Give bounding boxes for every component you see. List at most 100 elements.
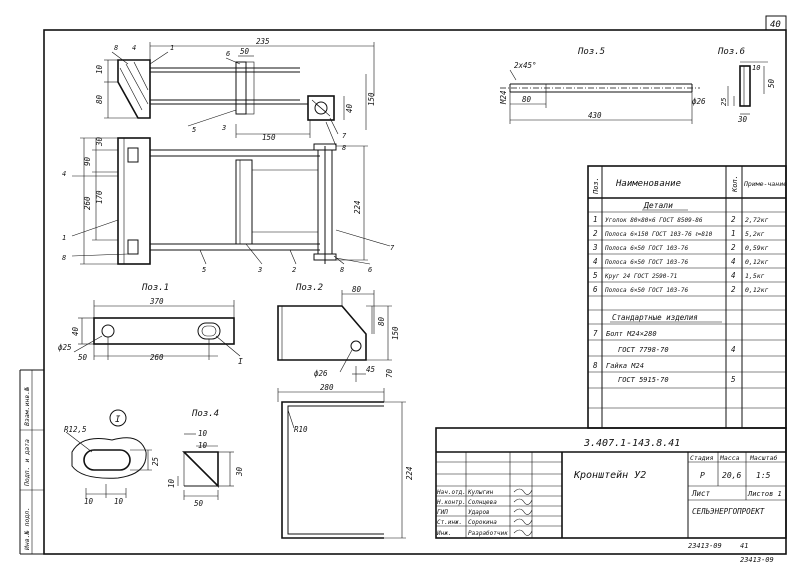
leader-8-bottom: 8 xyxy=(340,266,344,274)
title-person-name-1: Кулыгин xyxy=(467,489,494,496)
title-stage: Р xyxy=(700,471,705,480)
spec-row-pos: 2 xyxy=(593,229,598,238)
pos4-10a: 10 xyxy=(198,429,208,438)
leader-4-top: 4 xyxy=(132,44,136,52)
pos5-len: 430 xyxy=(588,111,602,120)
pos5-part xyxy=(500,69,700,124)
detail-i-10a: 10 xyxy=(84,497,94,506)
leader-8-top: 8 xyxy=(114,44,118,52)
leader-4-left: 4 xyxy=(62,170,66,178)
pos1-mark: I xyxy=(238,357,243,366)
leader-lines xyxy=(71,51,391,265)
pos6-50: 50 xyxy=(767,78,776,88)
pos2-45: 45 xyxy=(366,365,376,374)
spec-row-name: Полоса 6×150 ГОСТ 103-76 ℓ=810 xyxy=(604,231,713,238)
specification-table xyxy=(587,165,787,429)
sheet-number: 40 xyxy=(770,20,781,30)
pos2-h2: 150 xyxy=(391,326,400,340)
bent-strip-part xyxy=(277,388,406,539)
spec-std-pos-7: 7 xyxy=(593,329,598,338)
bent-h: 224 xyxy=(405,466,414,480)
archive-number-bottom: 23413-09 xyxy=(740,556,774,564)
title-block xyxy=(435,427,787,539)
pos6-part xyxy=(727,61,768,115)
dim-40-right: 40 xyxy=(345,103,354,113)
spec-row-pos: 1 xyxy=(593,215,598,224)
pos4-30: 30 xyxy=(235,466,244,477)
detail-i-10b: 10 xyxy=(114,497,124,506)
title-sheets: Листов 1 xyxy=(747,490,782,498)
signatures xyxy=(513,488,533,536)
spec-row-note: 2,72кг xyxy=(745,216,769,224)
dim-224: 224 xyxy=(353,200,362,214)
pos4-10c: 10 xyxy=(167,478,176,488)
title-person-name-3: Ударов xyxy=(468,509,490,516)
dim-90: 90 xyxy=(83,156,92,166)
spec-row-note: 0,59кг xyxy=(745,244,769,252)
leader-8-left: 8 xyxy=(62,254,66,262)
view-title-pos5: Поз.5 xyxy=(577,47,605,57)
title-name: Кронштейн У2 xyxy=(573,469,646,481)
pos4-10b: 10 xyxy=(198,441,208,450)
assembly-front-view xyxy=(80,137,368,265)
title-sheet: Лист xyxy=(691,489,711,498)
leader-5-bottom: 5 xyxy=(202,266,206,274)
spec-section-std: Стандартные изделия xyxy=(612,313,698,322)
spec-row-name: Полоса 6×50 ГОСТ 103-76 xyxy=(604,287,688,294)
spec-row-name: Уголок 80×80×6 ГОСТ 8509-86 xyxy=(605,217,703,224)
spec-row-pos: 6 xyxy=(593,285,598,294)
pos1-part xyxy=(73,300,241,360)
spec-row-name: Полоса 6×50 ГОСТ 103-76 xyxy=(604,259,688,266)
leader-6-bottom: 6 xyxy=(368,266,372,274)
pos6-10: 10 xyxy=(752,64,760,72)
spec-row-pos: 3 xyxy=(592,243,598,252)
title-person-role-1: Нач.отд. xyxy=(436,489,466,496)
detail-i-r: R12,5 xyxy=(64,425,87,434)
detail-i-25: 25 xyxy=(151,456,160,466)
pos2-dia: ф26 xyxy=(314,369,328,378)
view-title-pos6: Поз.6 xyxy=(717,47,745,57)
pos1-len: 370 xyxy=(149,297,164,306)
view-title-pos2: Поз.2 xyxy=(295,283,323,293)
leader-5-top: 5 xyxy=(192,126,196,134)
dim-150-bottom: 150 xyxy=(262,133,276,142)
pos1-260: 260 xyxy=(150,353,164,362)
title-person-name-5: Разработчик xyxy=(468,530,508,537)
spec-std-qty-8: 5 xyxy=(731,375,736,384)
spec-row-name: Круг 24 ГОСТ 2590-71 xyxy=(604,273,677,280)
pos2-part xyxy=(277,290,392,382)
dim-170: 170 xyxy=(95,190,104,204)
title-person-role-2: Н.контр. xyxy=(436,499,466,506)
pos5-80: 80 xyxy=(522,95,532,104)
spec-header-pos: Поз. xyxy=(592,177,600,195)
view-title-pos1: Поз.1 xyxy=(141,283,169,293)
title-person-name-4: Сорокина xyxy=(468,519,497,526)
dim-260: 260 xyxy=(83,196,92,210)
leader-3-top: 3 xyxy=(221,124,226,132)
title-person-role-3: ГИП xyxy=(437,509,448,516)
spec-std-name-8: Гайка М24 xyxy=(606,362,644,370)
pos4-part xyxy=(177,433,234,500)
dim-10-top: 10 xyxy=(95,64,104,74)
spec-row-note: 0,12кг xyxy=(745,258,769,266)
title-stage-header: Стадия xyxy=(690,454,714,462)
spec-row-name: Полоса 6×50 ГОСТ 103-76 xyxy=(604,245,688,252)
pos5-dia: ф26 xyxy=(692,97,706,106)
spec-row-qty: 2 xyxy=(731,285,736,294)
spec-row-qty: 2 xyxy=(731,243,736,252)
archive-sheet: 41 xyxy=(740,542,748,550)
spec-row-note: 0,12кг xyxy=(745,286,769,294)
spec-std-name-7: Болт М24×280 xyxy=(606,330,657,338)
spec-section-details: Детали xyxy=(643,201,673,210)
dim-50-top: 50 xyxy=(240,47,250,56)
detail-i-mark: I xyxy=(115,415,121,425)
leader-1-left: 1 xyxy=(62,234,66,242)
spec-row-note: 5,2кг xyxy=(745,230,765,238)
bent-r: R10 xyxy=(294,425,308,434)
archive-number: 23413-09 xyxy=(688,542,722,550)
dim-235: 235 xyxy=(256,37,270,46)
pos4-50: 50 xyxy=(194,499,204,508)
spec-std-name2-7: ГОСТ 7798-70 xyxy=(618,346,669,354)
